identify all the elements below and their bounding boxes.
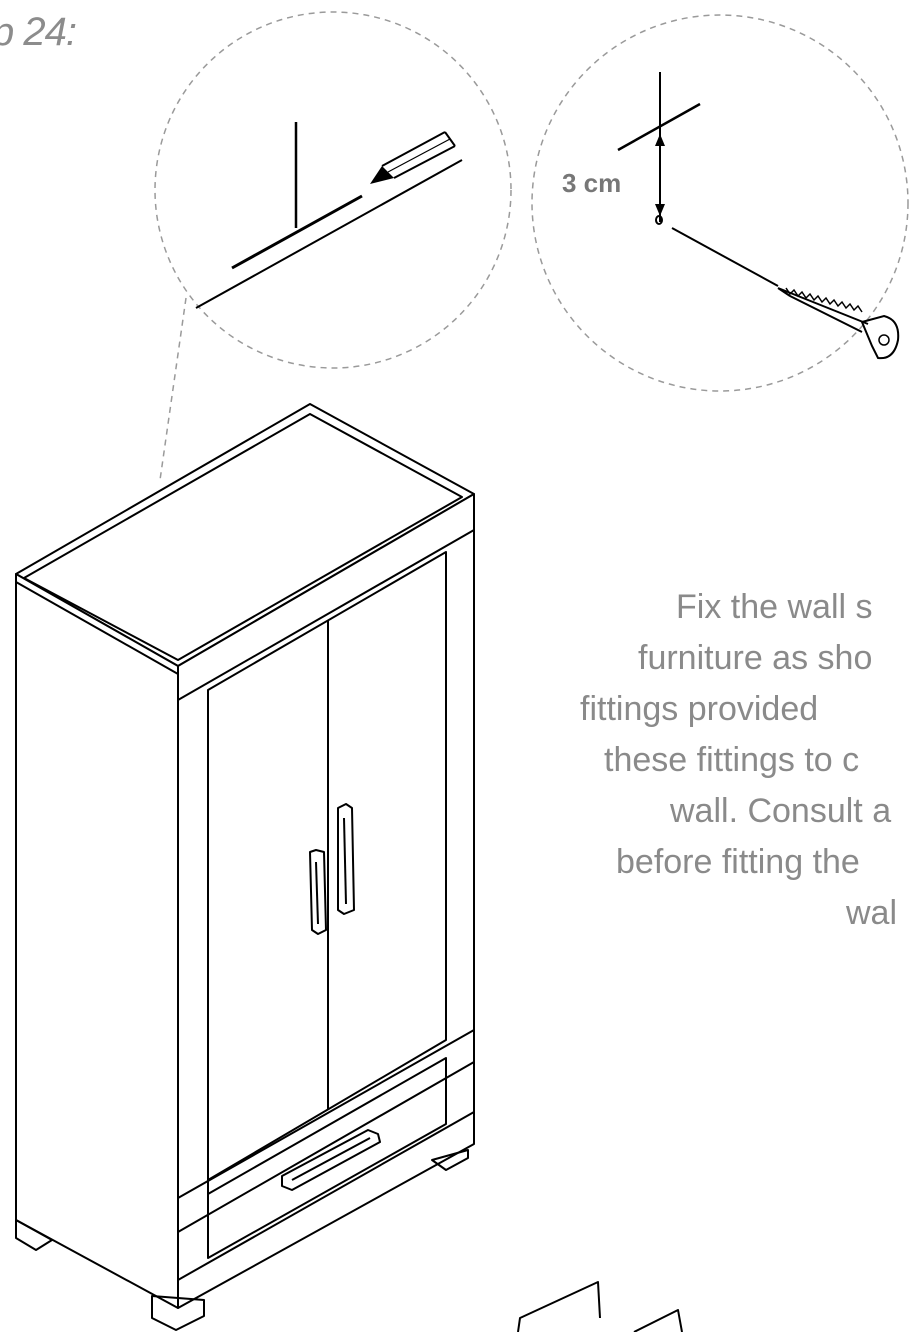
callout-screw-detail	[531, 14, 909, 392]
screw-icon	[777, 287, 900, 360]
instruction-line: wal	[846, 894, 898, 932]
instruction-line: fittings provided	[580, 690, 819, 728]
callout-pencil-detail	[154, 11, 512, 481]
measurement-label: 3 cm	[562, 168, 621, 198]
instruction-line: these fittings to c	[604, 741, 860, 779]
instruction-text: Fix the wall s furniture as sho fittings…	[560, 582, 914, 939]
door-handle-right	[337, 803, 355, 915]
instruction-line: wall. Consult a	[670, 792, 892, 830]
wardrobe-illustration	[15, 403, 683, 1332]
instruction-line: Fix the wall s	[676, 588, 873, 626]
instruction-line: furniture as sho	[638, 639, 873, 677]
door-handle-left	[309, 849, 327, 935]
instruction-line: before fitting the	[616, 843, 860, 881]
pencil-icon	[370, 131, 456, 184]
step-number: p 24:	[0, 10, 77, 54]
drawer-handle	[281, 1129, 381, 1191]
